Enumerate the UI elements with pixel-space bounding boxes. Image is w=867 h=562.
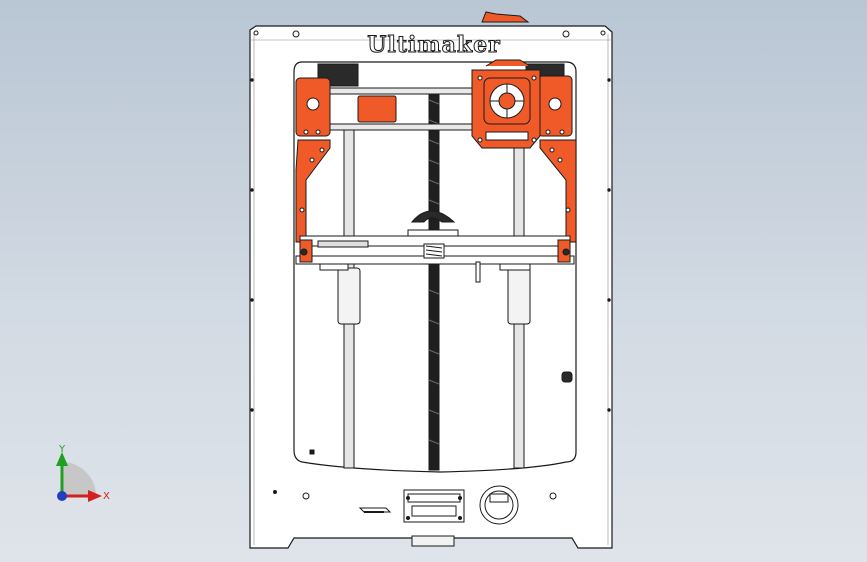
triad-x-label: X (103, 491, 110, 502)
bottom-port (411, 535, 455, 547)
z-stage-arms (295, 139, 577, 243)
frame-holes (250, 30, 611, 500)
printer-model[interactable]: Ultimaker (249, 11, 613, 549)
sd-card-slot[interactable] (358, 507, 392, 513)
lead-screw (428, 87, 440, 471)
control-knob[interactable] (479, 485, 519, 525)
spool-holder-part (481, 11, 530, 23)
z-bearings (337, 267, 531, 325)
bed-clip (410, 210, 456, 223)
brand-logo: Ultimaker (367, 32, 500, 58)
print-head[interactable] (471, 59, 541, 149)
right-slider-block[interactable] (537, 75, 573, 137)
x-axis-arrow-icon (88, 490, 102, 502)
axis-triad: Y X (56, 444, 110, 502)
left-slider-block[interactable] (295, 77, 397, 137)
z-axis-dot-icon (57, 491, 67, 501)
triad-y-label: Y (58, 444, 66, 455)
build-plate[interactable] (295, 229, 575, 283)
side-bumper (561, 371, 573, 383)
frame-edge-line (250, 34, 612, 545)
display-panel[interactable] (403, 489, 465, 523)
triad-arc (62, 462, 96, 496)
corner-mark (309, 449, 315, 455)
y-axis-arrow-icon (56, 452, 68, 466)
